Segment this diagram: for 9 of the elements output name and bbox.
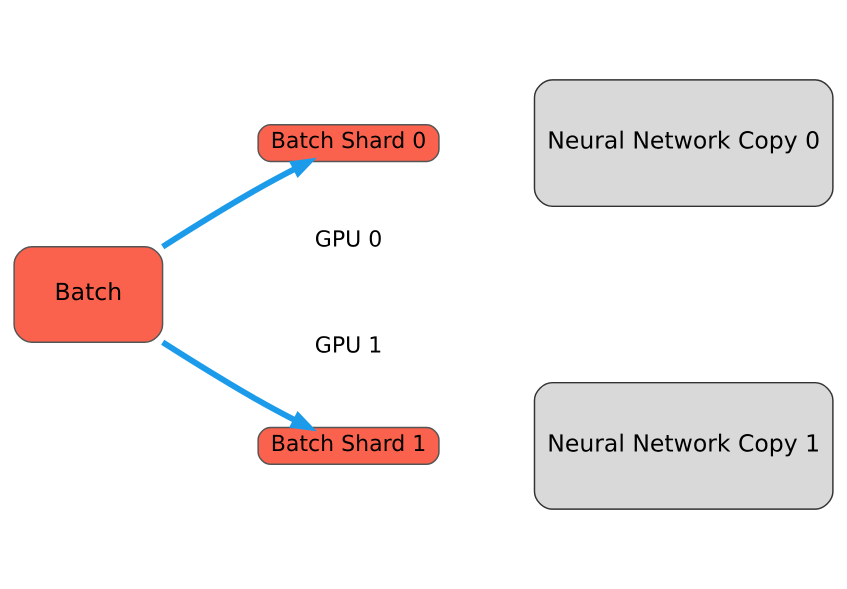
node-box: Batch [13,246,164,343]
node-box: Batch Shard 0 [257,124,440,162]
arrow [161,340,317,432]
arrow [161,158,317,250]
node-box: Batch Shard 1 [257,426,440,466]
node-box: Neural Network Copy 1 [534,382,834,510]
node-box: Neural Network Copy 0 [534,79,834,208]
label: GPU 1 [314,334,382,359]
label: GPU 0 [314,228,382,253]
